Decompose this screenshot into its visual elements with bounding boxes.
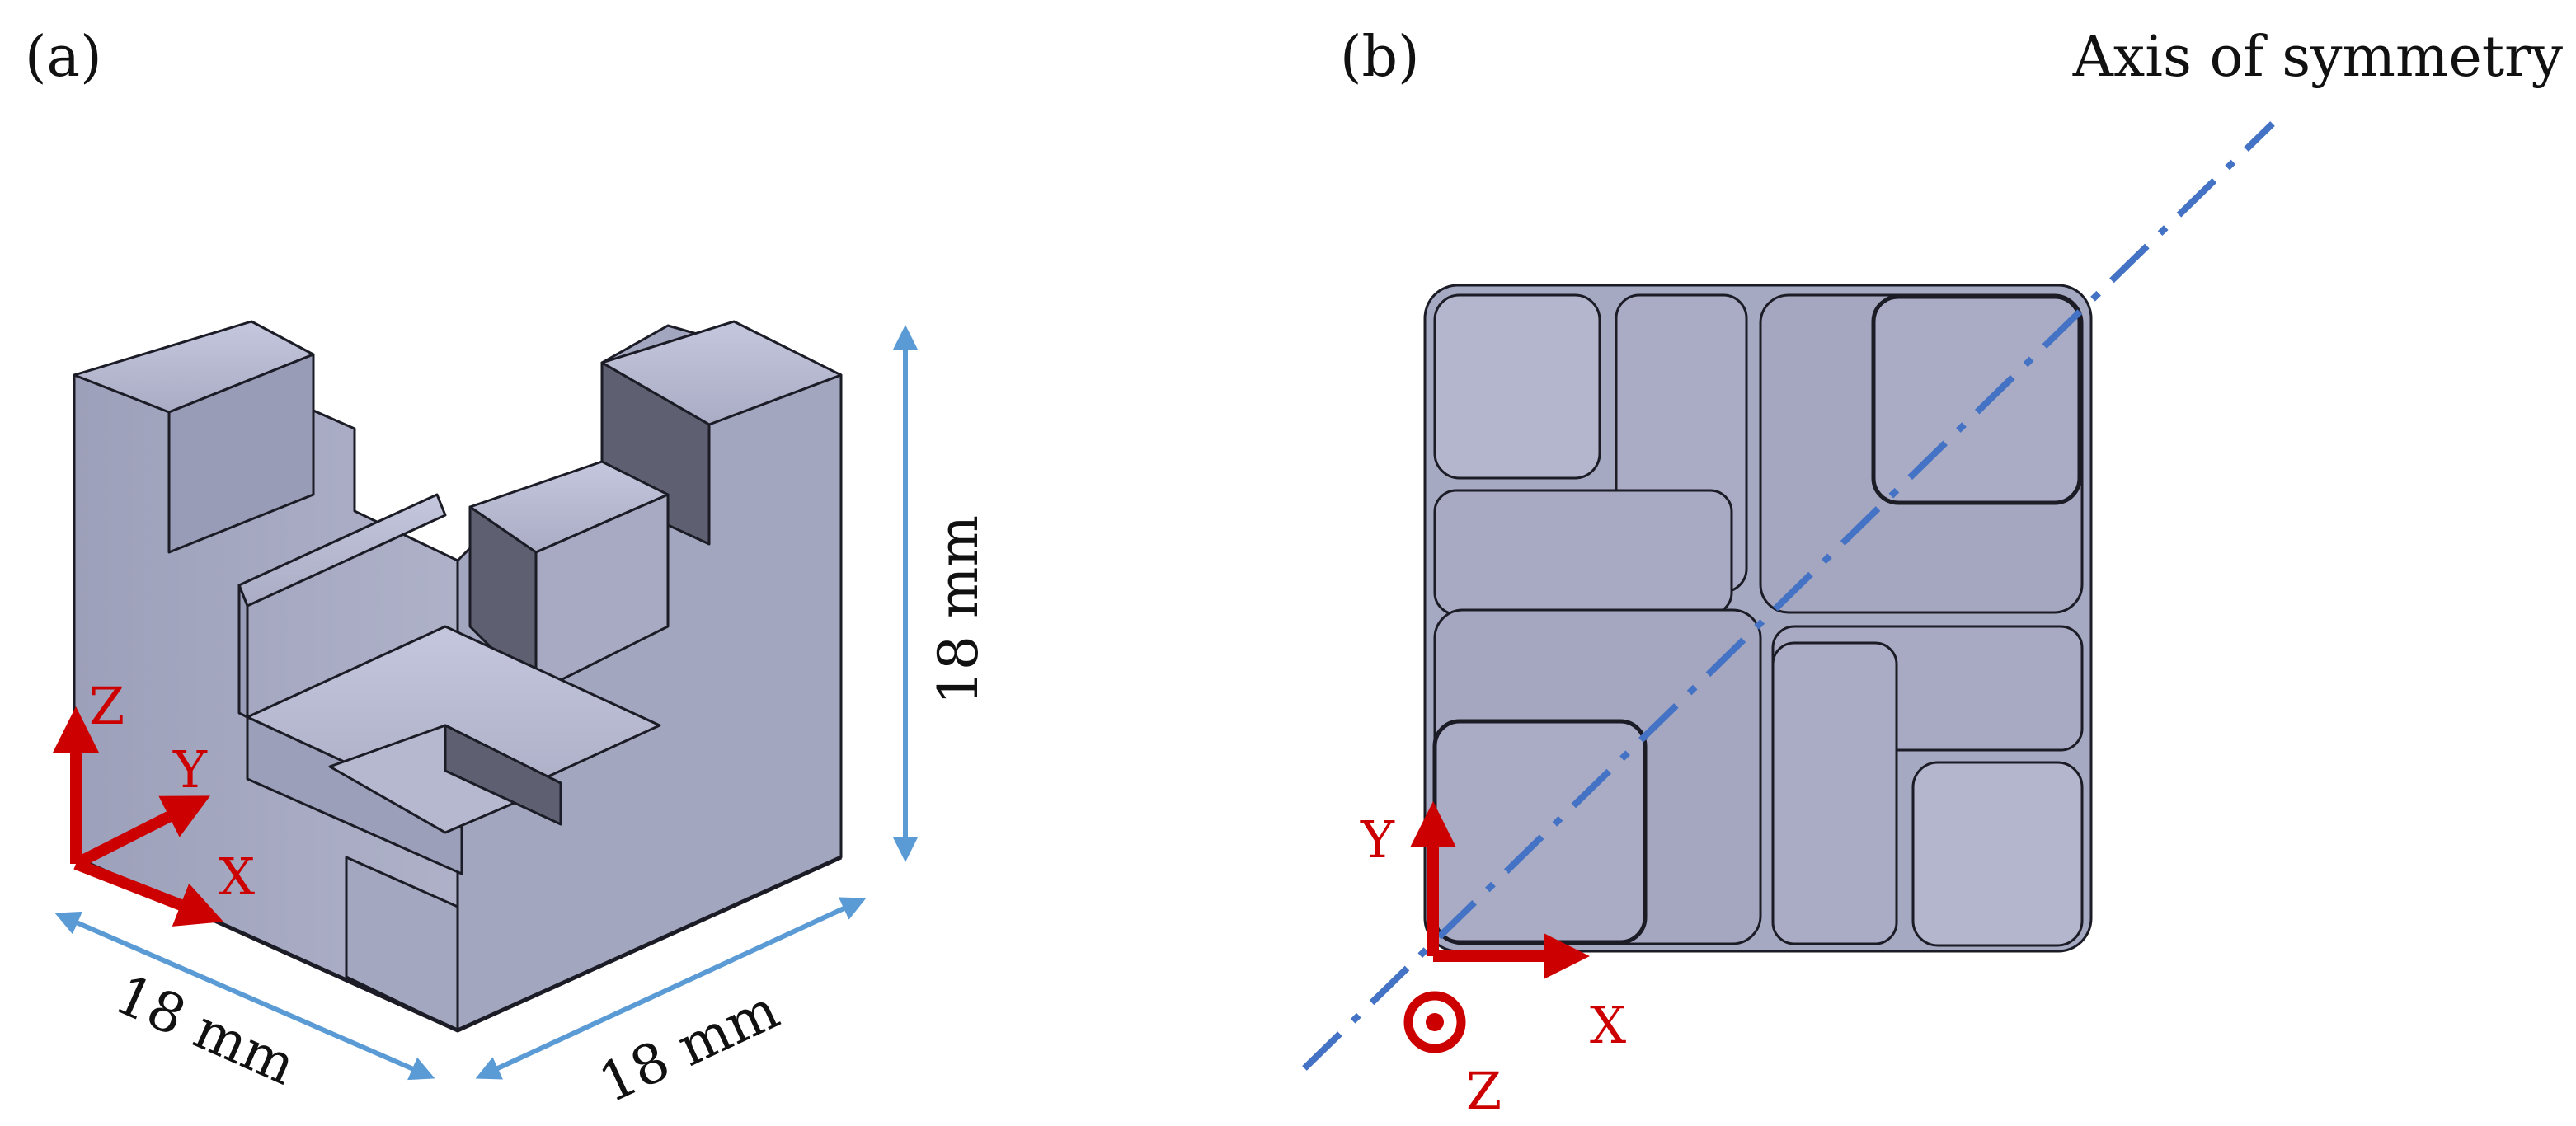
axis-x-label-b: X	[1590, 995, 1626, 1055]
part-step-right-face	[534, 493, 670, 694]
top-view-region-bottom-right	[1911, 761, 2084, 947]
panel-a-label: (a)	[25, 25, 102, 90]
dimension-right-arrow	[475, 897, 867, 1080]
axes-triad-b: Y X Z	[1360, 801, 1626, 1121]
part-pillar-left-front	[167, 353, 315, 554]
dimension-left-label: 18 mm	[106, 962, 305, 1097]
symmetry-axis-line	[1302, 121, 2275, 1071]
axis-x-arrow-a	[73, 858, 224, 927]
dimension-left-arrow	[54, 911, 435, 1081]
top-view-pillar-top-right	[1871, 294, 2082, 505]
top-view-region-top-left	[1433, 293, 1601, 480]
isometric-part	[73, 320, 843, 1033]
part-step-left-face	[237, 584, 249, 719]
dimension-right-label: 18 mm	[590, 978, 788, 1115]
top-view-region-left-mid	[1433, 489, 1733, 616]
axes-triad-a: Z Y X	[53, 676, 255, 927]
dimension-height-label: 18 mm	[927, 515, 990, 705]
symmetry-axis-label: Axis of symmetry	[2072, 25, 2564, 90]
axis-y-label-b: Y	[1360, 809, 1395, 870]
axis-z-label-b: Z	[1466, 1061, 1502, 1121]
axis-y-arrow-a	[73, 795, 210, 870]
axis-y-label-a: Y	[172, 739, 208, 800]
axis-x-label-a: X	[219, 847, 255, 907]
top-view-region-bottom-mid	[1771, 641, 1898, 945]
axis-z-dot-icon	[1426, 1013, 1444, 1031]
axis-z-label-a: Z	[89, 676, 125, 736]
panel-b-label: (b)	[1340, 25, 1420, 90]
part-inner-pocket-wall	[444, 724, 562, 826]
